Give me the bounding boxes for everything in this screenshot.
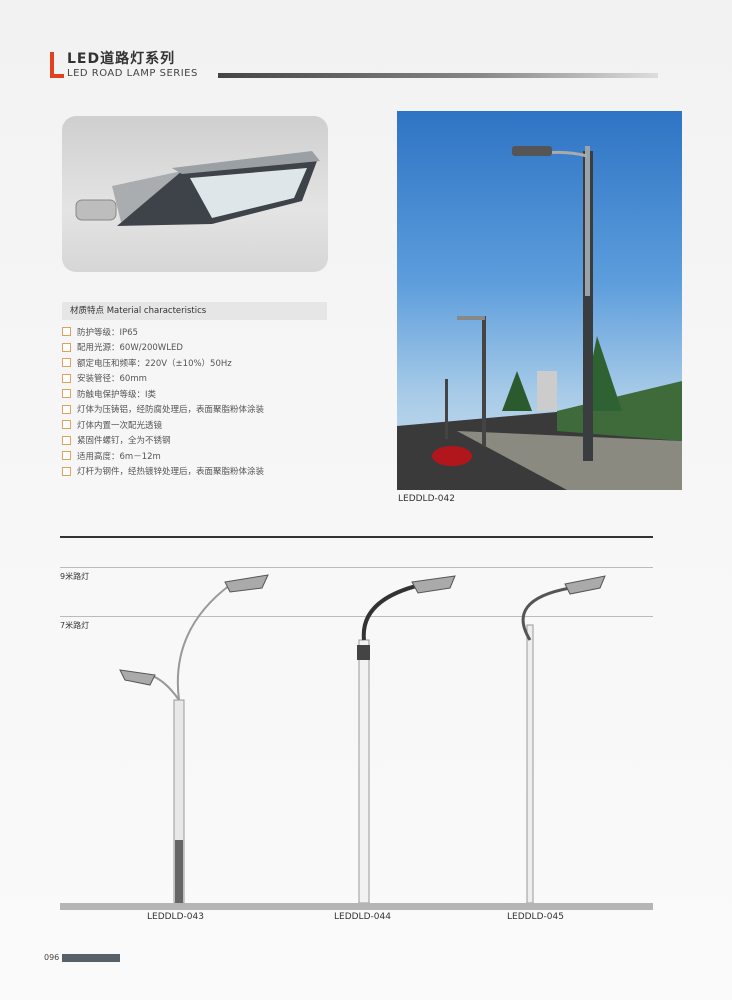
list-item: 安装管径：60mm <box>62 371 264 387</box>
ground-bar <box>60 903 653 910</box>
feature-text: 适用高度：6m－12m <box>77 451 161 462</box>
model-label-045: LEDDLD-045 <box>507 912 564 922</box>
checkbox-icon <box>62 373 71 383</box>
header-accent-foot <box>50 74 64 78</box>
model-label-044: LEDDLD-044 <box>334 912 391 922</box>
street-scene-photo <box>397 111 682 490</box>
checkbox-icon <box>62 404 71 414</box>
feature-text: 安装管径：60mm <box>77 374 147 385</box>
height-line-9m <box>60 567 653 568</box>
feature-text: 配用光源：60W/200WLED <box>77 343 183 354</box>
pole-045 <box>521 575 606 904</box>
list-item: 额定电压和频率：220V（±10%）50Hz <box>62 355 264 371</box>
feature-text: 紧固件螺钉，全为不锈钢 <box>77 436 171 447</box>
street-scene-illustration <box>397 146 682 490</box>
header-rule <box>218 73 658 78</box>
list-item: 防护等级：IP65 <box>62 324 264 340</box>
feature-text: 灯杆为钢件，经热镀锌处理后，表面聚脂粉体涂装 <box>77 467 265 478</box>
page-number-bar <box>62 954 120 962</box>
pole-044 <box>357 575 456 904</box>
height-label-9m: 9米路灯 <box>60 572 90 581</box>
list-item: 灯体为压铸铝，经防腐处理后，表面聚脂粉体涂装 <box>62 402 264 418</box>
checkbox-icon <box>62 358 71 368</box>
feature-list: 防护等级：IP65 配用光源：60W/200WLED 额定电压和频率：220V（… <box>62 324 264 479</box>
list-item: 适用高度：6m－12m <box>62 448 264 464</box>
header-accent-bar <box>50 52 54 78</box>
list-item: 灯杆为钢件，经热镀锌处理后，表面聚脂粉体涂装 <box>62 464 264 480</box>
feature-text: 防护等级：IP65 <box>77 327 138 338</box>
feature-text: 防触电保护等级：I类 <box>77 389 157 400</box>
list-item: 配用光源：60W/200WLED <box>62 340 264 356</box>
photo-model-label: LEDDLD-042 <box>398 494 455 504</box>
page-number: 096 <box>44 953 60 962</box>
checkbox-icon <box>62 327 71 337</box>
page-title: LED道路灯系列 <box>67 51 176 67</box>
checkbox-icon <box>62 420 71 430</box>
section-divider <box>60 536 653 538</box>
product-image <box>62 116 328 272</box>
model-label-043: LEDDLD-043 <box>147 912 204 922</box>
pole-043 <box>119 574 269 904</box>
height-label-7m: 7米路灯 <box>60 621 90 630</box>
list-item: 紧固件螺钉，全为不锈钢 <box>62 433 264 449</box>
feature-text: 灯体为压铸铝，经防腐处理后，表面聚脂粉体涂装 <box>77 405 265 416</box>
checkbox-icon <box>62 389 71 399</box>
checkbox-icon <box>62 342 71 352</box>
checkbox-icon <box>62 435 71 445</box>
list-item: 防触电保护等级：I类 <box>62 386 264 402</box>
list-item: 灯体内置一次配光透镜 <box>62 417 264 433</box>
page-subtitle: LED ROAD LAMP SERIES <box>67 68 198 79</box>
height-line-7m <box>60 616 653 617</box>
checkbox-icon <box>62 451 71 461</box>
lamp-head-illustration <box>75 151 320 226</box>
feature-text: 额定电压和频率：220V（±10%）50Hz <box>77 358 232 369</box>
checkbox-icon <box>62 466 71 476</box>
materials-heading: 材质特点 Material characteristics <box>62 302 327 320</box>
feature-text: 灯体内置一次配光透镜 <box>77 420 163 431</box>
